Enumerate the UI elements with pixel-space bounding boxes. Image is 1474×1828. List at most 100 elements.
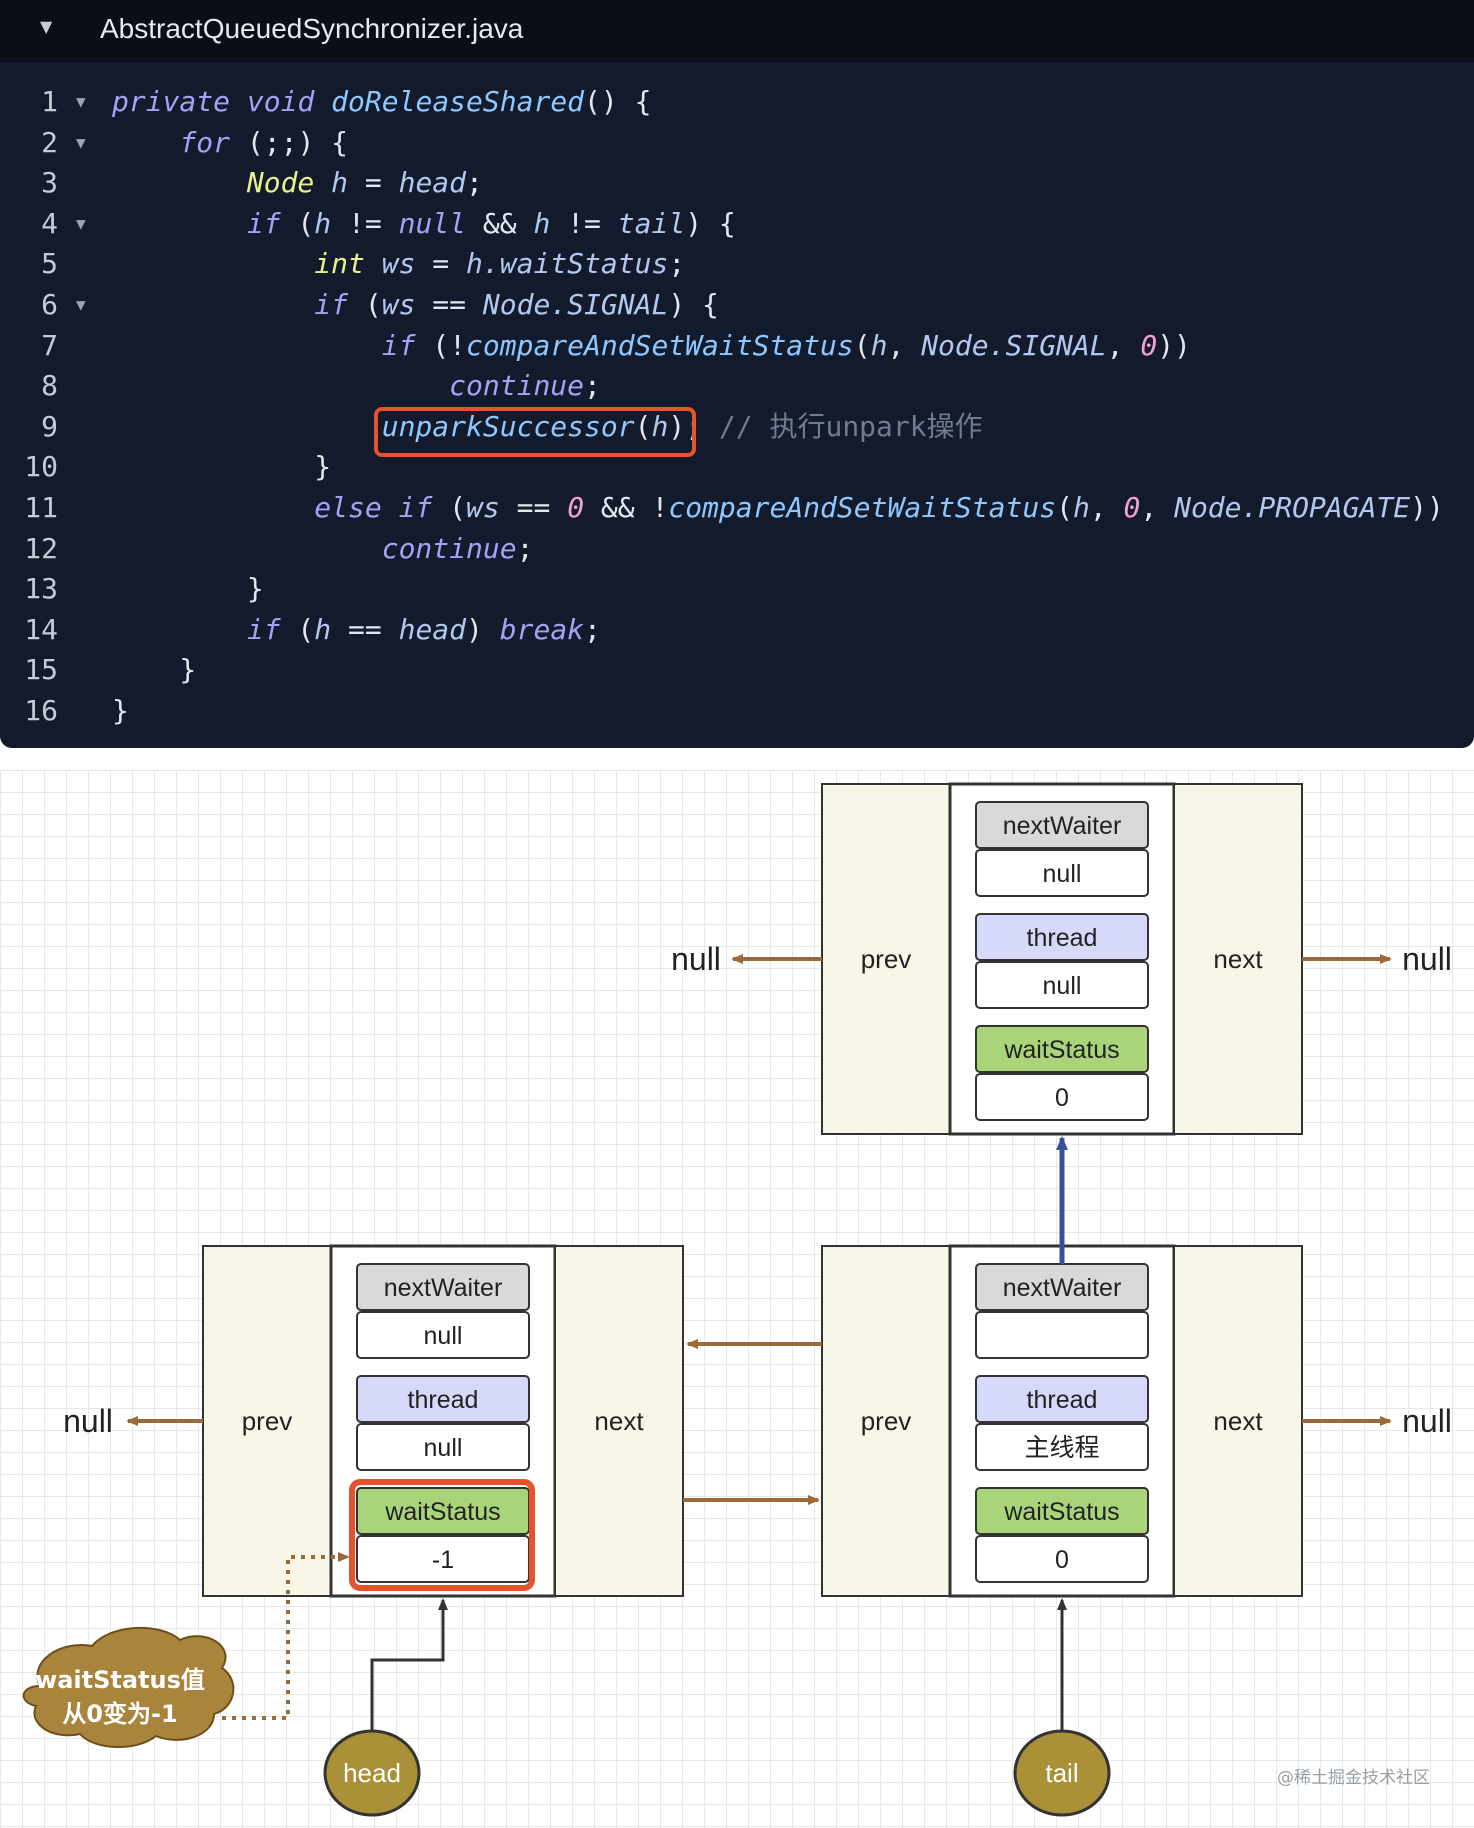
code-token: void <box>246 85 315 118</box>
code-token <box>112 166 247 199</box>
code-text: else if (ws == 0 && !compareAndSetWaitSt… <box>112 488 1444 528</box>
code-token: h <box>651 409 669 443</box>
node-left-wait-status-header: waitStatus <box>384 1498 500 1526</box>
code-token: h <box>870 328 888 362</box>
head-pointer <box>323 1729 421 1817</box>
code-token: ) { <box>668 288 719 321</box>
line-number: 8 <box>41 369 58 403</box>
code-token: ( <box>280 206 315 240</box>
code-text: } <box>112 650 196 690</box>
fold-arrow-icon[interactable]: ▼ <box>76 92 86 111</box>
callout-cloud <box>22 1626 235 1748</box>
code-token: Node.SIGNAL <box>482 288 669 321</box>
node-right-wait-status-value: 0 <box>1055 1546 1069 1574</box>
node-right-wait-status-header: waitStatus <box>1003 1498 1119 1526</box>
code-token: Node.PROPAGATE <box>1174 491 1411 524</box>
line-number: 9 <box>41 409 58 443</box>
code-token <box>112 491 314 524</box>
code-token: == <box>499 491 568 524</box>
code-token: ws <box>381 288 416 321</box>
code-line: 5 int ws = h.waitStatus; <box>0 244 1474 284</box>
code-token <box>112 126 179 159</box>
code-text: } <box>112 447 331 487</box>
code-text: if (h != null && h != tail) { <box>112 204 736 244</box>
node-left-thread-header: thread <box>408 1386 479 1414</box>
line-number: 16 <box>24 694 58 727</box>
code-token: != <box>331 206 399 240</box>
code-token: ; <box>516 531 534 565</box>
watermark: @稀土掘金技术社区 <box>1277 1768 1430 1788</box>
code-line: 16} <box>0 691 1474 731</box>
code-token: (! <box>415 328 467 362</box>
code-token: break <box>499 612 585 646</box>
node-top-wait-status-value: 0 <box>1055 1084 1069 1112</box>
code-token: continue <box>449 369 585 403</box>
code-token: head <box>398 612 467 646</box>
node-left-next-waiter-value: null <box>424 1322 463 1350</box>
line-number: 10 <box>24 450 58 484</box>
head-pointer-label: head <box>343 1758 401 1788</box>
node-right-next-label: next <box>1213 1406 1263 1436</box>
code-token: ( <box>1056 491 1073 524</box>
code-line: 4 ▼ if (h != null && h != tail) { <box>0 204 1474 244</box>
node-top-next-cell <box>1173 783 1303 1135</box>
line-number: 12 <box>24 531 58 565</box>
node-right-thread-value: 主线程 <box>1024 1433 1099 1462</box>
code-token <box>112 369 449 402</box>
code-line: 7 if (!compareAndSetWaitStatus(h, Node.S… <box>0 326 1474 366</box>
code-token: , <box>1140 491 1175 524</box>
code-token: h <box>314 612 332 646</box>
callout-line-2: 从0变为-1 <box>62 1700 177 1728</box>
code-text: } <box>112 691 129 731</box>
left-prev-null-label: null <box>63 1403 113 1439</box>
code-token: doReleaseShared <box>331 85 585 118</box>
top-prev-null-label: null <box>671 941 721 977</box>
code-token: 0 <box>1140 328 1158 362</box>
code-token: } <box>112 572 264 606</box>
file-tab-title[interactable]: AbstractQueuedSynchronizer.java <box>100 13 524 44</box>
code-text: if (ws == Node.SIGNAL) { <box>112 285 719 325</box>
node-left-wait-status-value: -1 <box>432 1546 454 1574</box>
code-line: 2▼ for (;;) { <box>0 123 1474 163</box>
code-token: compareAndSetWaitStatus <box>466 328 854 362</box>
code-token <box>112 532 382 565</box>
code-token: h <box>1072 491 1090 524</box>
line-number: 4 <box>41 206 58 240</box>
node-top: prev next nextWaiter null thread null wa… <box>821 782 1303 1136</box>
node-left-prev-label: prev <box>242 1406 293 1436</box>
code-token: } <box>112 450 332 484</box>
code-token <box>112 410 382 443</box>
code-token: 0 <box>1123 491 1141 524</box>
code-token: )) <box>1410 491 1444 524</box>
code-token: } <box>112 653 197 687</box>
code-line: 10 } <box>0 447 1474 487</box>
line-number: 13 <box>24 572 58 606</box>
code-text: Node h = head; <box>112 163 483 203</box>
code-token: && ! <box>584 491 669 524</box>
code-token: for <box>179 125 231 159</box>
code-token: ws <box>381 247 416 281</box>
code-token <box>112 613 247 646</box>
code-token <box>314 166 331 199</box>
node-right-prev-cell <box>821 1245 951 1597</box>
code-token <box>112 247 314 280</box>
diagram-canvas: prev next nextWaiter null thread null wa… <box>22 782 1452 1817</box>
code-token: ) <box>466 612 500 646</box>
code-token: ; <box>466 166 483 200</box>
node-left-next-waiter-header: nextWaiter <box>384 1274 503 1302</box>
code-token: () { <box>584 85 652 118</box>
node-right-prev-label: prev <box>861 1406 912 1436</box>
code-token: Node <box>246 166 315 200</box>
code-token: // 执行unpark操作 <box>718 409 983 443</box>
fold-arrow-icon[interactable]: ▼ <box>76 213 86 233</box>
collapse-toggle-icon[interactable]: ▼ <box>40 17 53 36</box>
code-token: unparkSuccessor <box>381 409 635 443</box>
fold-arrow-icon[interactable]: ▼ <box>76 295 86 314</box>
code-token <box>112 329 382 362</box>
code-line: 14 if (h == head) break; <box>0 610 1474 650</box>
node-diagram: prev next nextWaiter null thread null wa… <box>0 770 1474 1828</box>
fold-arrow-icon[interactable]: ▼ <box>76 132 86 152</box>
line-number: 1 <box>41 85 58 118</box>
code-text: continue; <box>112 529 534 569</box>
code-token: ( <box>280 612 315 646</box>
